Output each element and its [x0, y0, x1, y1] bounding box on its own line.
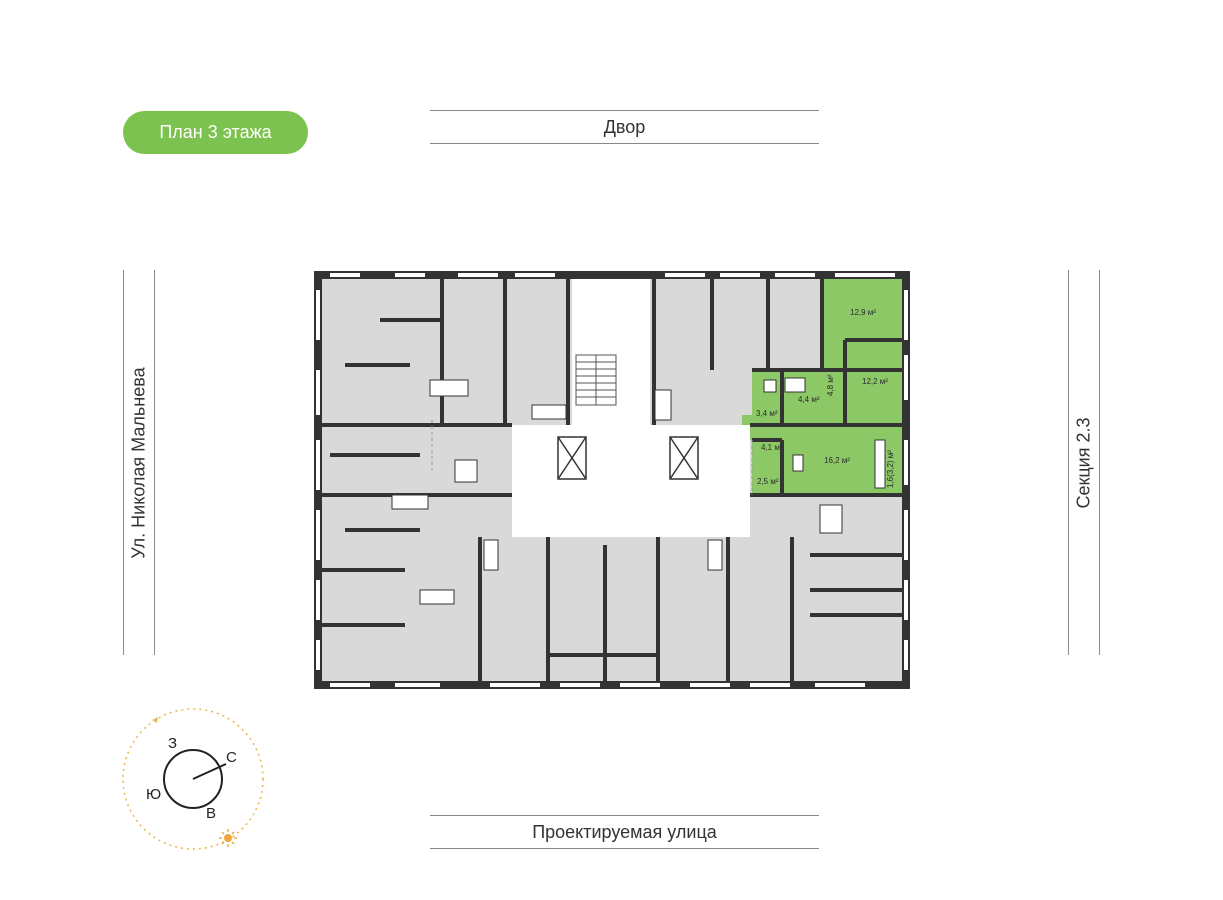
street-bottom: Проектируемая улица	[430, 815, 819, 849]
label-bath-b: 3,4 м²	[756, 409, 778, 418]
compass-east: В	[206, 805, 216, 822]
compass-north: С	[226, 749, 237, 766]
compass-south: Ю	[146, 786, 161, 803]
compass-west: З	[168, 735, 177, 752]
stairs	[575, 354, 617, 406]
street-right: Секция 2.3	[1068, 270, 1100, 655]
label-balcony: 1,6(3,2) м²	[886, 450, 895, 488]
elevators	[557, 436, 699, 480]
sun-icon	[219, 829, 237, 847]
label-kitchen: 16,2 м²	[824, 456, 850, 465]
street-top: Двор	[430, 110, 819, 144]
label-bath-a: 4,4 м²	[798, 395, 820, 404]
compass: С Ю В З	[122, 708, 264, 850]
bathroom-fixtures	[391, 377, 886, 605]
compass-dial-icon	[163, 749, 223, 809]
street-left: Ул. Николая Мальнева	[123, 270, 155, 655]
sun-path-icon	[122, 708, 264, 850]
floor-badge: План 3 этажа	[123, 111, 308, 154]
label-corridor: 4,8 м²	[826, 374, 835, 396]
interior-walls	[320, 277, 904, 683]
zone-lines	[431, 420, 753, 495]
central-corridor	[512, 275, 750, 537]
compass-needle-icon	[192, 763, 227, 780]
arrow-icon	[152, 717, 158, 723]
label-hall: 4,1 м²	[761, 443, 783, 452]
label-storage: 2,5 м²	[757, 477, 779, 486]
label-room-b: 12,2 м²	[862, 377, 888, 386]
label-room-a: 12,9 м²	[850, 308, 876, 317]
windows	[316, 273, 908, 687]
